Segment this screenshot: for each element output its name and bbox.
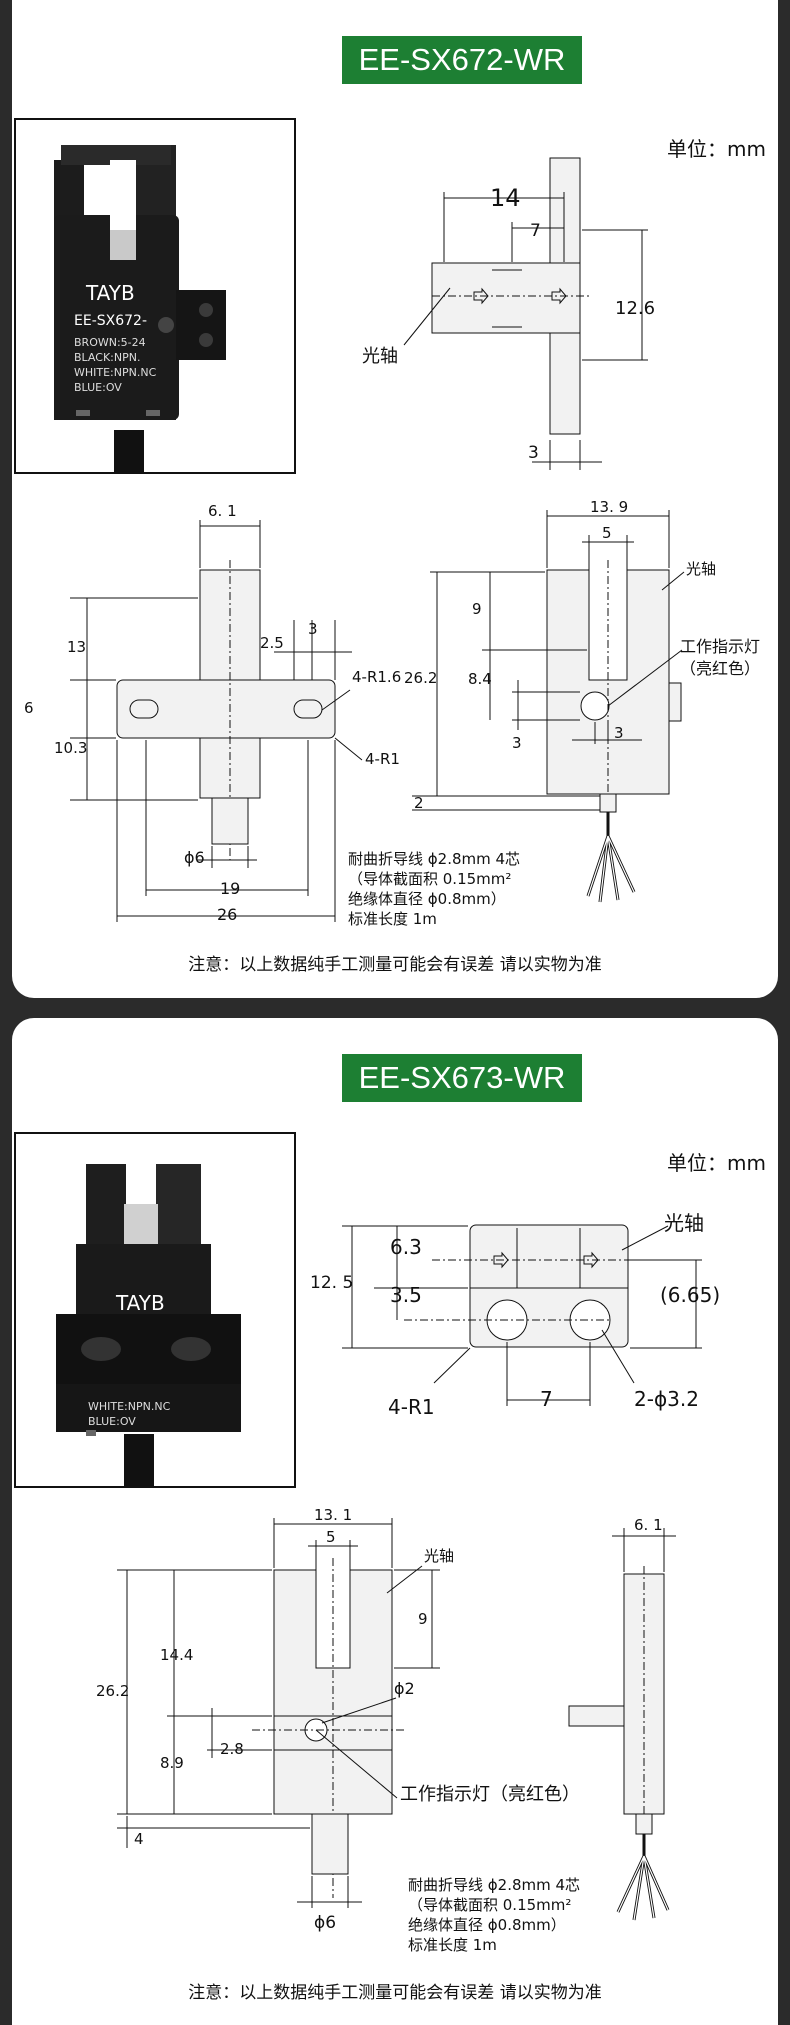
optical-axis-label: 光轴	[686, 560, 716, 578]
dim-4: 4	[134, 1830, 144, 1848]
dim-phi6: ϕ6	[314, 1913, 336, 1933]
top-view: 12. 5 6.3 3.5 (6.65) 光轴 4-R1 7 2-ϕ3.2	[310, 1211, 720, 1419]
wire-spec-line: 绝缘体直径 ϕ0.8mm）	[408, 1916, 566, 1934]
dim-5: 5	[602, 524, 612, 542]
wire-spec-line: 耐曲折导线 ϕ2.8mm 4芯	[348, 850, 520, 868]
radius-r1: 4-R1	[388, 1395, 435, 1419]
product-photo: TAYB EE-SX672- BROWN:5-24 BLACK:NPN. WHI…	[14, 118, 296, 474]
wire-spec-line: 绝缘体直径 ϕ0.8mm）	[348, 890, 506, 908]
dim-14: 14	[490, 184, 521, 212]
photo-line: BLACK:NPN.	[74, 351, 140, 364]
dim-7: 7	[530, 221, 541, 241]
optical-axis-label: 光轴	[424, 1547, 454, 1565]
photo-line: BLUE:OV	[74, 381, 122, 394]
dim-3-right: 3	[614, 724, 624, 742]
dim-9: 9	[418, 1610, 428, 1628]
side-view: 6. 1	[568, 1516, 676, 1921]
dim-3-5: 3.5	[390, 1283, 422, 1307]
dim-7: 7	[540, 1387, 553, 1411]
indicator-lamp-label: 工作指示灯	[680, 637, 760, 656]
dim-9: 9	[472, 600, 482, 618]
model-title: EE-SX673-WR	[342, 1054, 582, 1102]
dim-10-3: 10.3	[54, 739, 87, 757]
front-view: 13. 1 5 光轴 9 26.2 14.4 8.9 2.8 ϕ2 工作指示灯（…	[96, 1506, 580, 1933]
indicator-lamp-color: （亮红色）	[680, 659, 760, 678]
dim-26-2: 26.2	[96, 1682, 129, 1700]
dim-3-left: 3	[512, 734, 522, 752]
dim-6-65: (6.65)	[660, 1283, 720, 1307]
dim-3-top: 3	[308, 620, 318, 638]
dim-14-4: 14.4	[160, 1646, 193, 1664]
dimension-drawing-sx672: 单位：mm 14 7 12.6 3 光轴	[24, 137, 766, 928]
dim-13-1: 13. 1	[314, 1506, 352, 1524]
unit-label: 单位：mm	[667, 1151, 766, 1175]
front-view: 6. 1 13 6 10.3 2.5 3 4-R1.6 4-R1 ϕ6 19 2…	[24, 502, 401, 924]
dim-12-6: 12.6	[615, 298, 655, 319]
dim-phi2: ϕ2	[394, 1679, 415, 1698]
dim-13-9: 13. 9	[590, 498, 628, 516]
photo-model: EE-SX672-	[74, 313, 147, 329]
product-photo: TAYB WHITE:NPN.NC BLUE:OV	[14, 1132, 296, 1488]
dim-8-9: 8.9	[160, 1754, 184, 1772]
disclaimer-note: 注意：以上数据纯手工测量可能会有误差 请以实物为准	[188, 955, 602, 975]
dim-2-8: 2.8	[220, 1740, 244, 1758]
top-view: 14 7 12.6 3 光轴	[362, 157, 655, 470]
wire-spec-line: （导体截面积 0.15mm²	[408, 1896, 571, 1914]
photo-line: WHITE:NPN.NC	[88, 1400, 171, 1413]
wire-spec-line: 标准长度 1m	[408, 1936, 497, 1954]
dim-8-4: 8.4	[468, 670, 492, 688]
wire-spec-line: 耐曲折导线 ϕ2.8mm 4芯	[408, 1876, 580, 1894]
dim-6-1: 6. 1	[634, 1516, 663, 1534]
dim-6-1: 6. 1	[208, 502, 237, 520]
dim-26-2: 26.2	[404, 669, 437, 687]
dim-6-3: 6.3	[390, 1235, 422, 1259]
dim-3: 3	[528, 443, 539, 463]
photo-brand: TAYB	[85, 281, 135, 305]
radius-r1-6: 4-R1.6	[352, 668, 401, 686]
photo-brand: TAYB	[115, 1291, 165, 1315]
wire-spec-line: （导体截面积 0.15mm²	[348, 870, 511, 888]
photo-line: BROWN:5-24	[74, 336, 146, 349]
dim-5: 5	[326, 1528, 336, 1546]
sensor-photo-drawing: TAYB WHITE:NPN.NC BLUE:OV	[56, 1164, 241, 1486]
dimension-drawing-sx673: 单位：mm 12. 5 6.3 3.5 (6.65) 光轴 4-R1	[96, 1151, 766, 1954]
dim-2: 2	[414, 794, 424, 812]
dim-12-5: 12. 5	[310, 1273, 353, 1293]
dim-2-5: 2.5	[260, 634, 284, 652]
dim-6: 6	[24, 699, 34, 717]
holes-label: 2-ϕ3.2	[634, 1387, 699, 1411]
optical-axis-label: 光轴	[664, 1211, 704, 1235]
model-title: EE-SX672-WR	[342, 36, 582, 84]
dim-13: 13	[67, 638, 86, 656]
radius-r1: 4-R1	[365, 750, 400, 768]
indicator-lamp-label: 工作指示灯（亮红色）	[400, 1784, 580, 1805]
unit-label: 单位：mm	[667, 137, 766, 161]
photo-line: WHITE:NPN.NC	[74, 366, 157, 379]
model-card-sx673: EE-SX673-WR TAYB WHITE:NPN.NC BLUE:OV 单位…	[12, 1018, 778, 2025]
disclaimer-note: 注意：以上数据纯手工测量可能会有误差 请以实物为准	[188, 1983, 602, 2003]
side-view: 13. 9 5 光轴 26.2 9 8.4 3 3 2 工作指示灯 （亮红色）	[404, 498, 760, 903]
dim-19: 19	[220, 879, 240, 898]
photo-line: BLUE:OV	[88, 1415, 136, 1428]
dim-26: 26	[217, 905, 237, 924]
wire-spec-line: 标准长度 1m	[348, 910, 437, 928]
optical-axis-label: 光轴	[362, 346, 398, 367]
model-card-sx672: EE-SX672-WR TAYB EE-SX672- BROWN:5-24 BL…	[12, 0, 778, 998]
dim-phi6: ϕ6	[184, 848, 205, 867]
sensor-photo-drawing: TAYB EE-SX672- BROWN:5-24 BLACK:NPN. WHI…	[54, 145, 226, 472]
